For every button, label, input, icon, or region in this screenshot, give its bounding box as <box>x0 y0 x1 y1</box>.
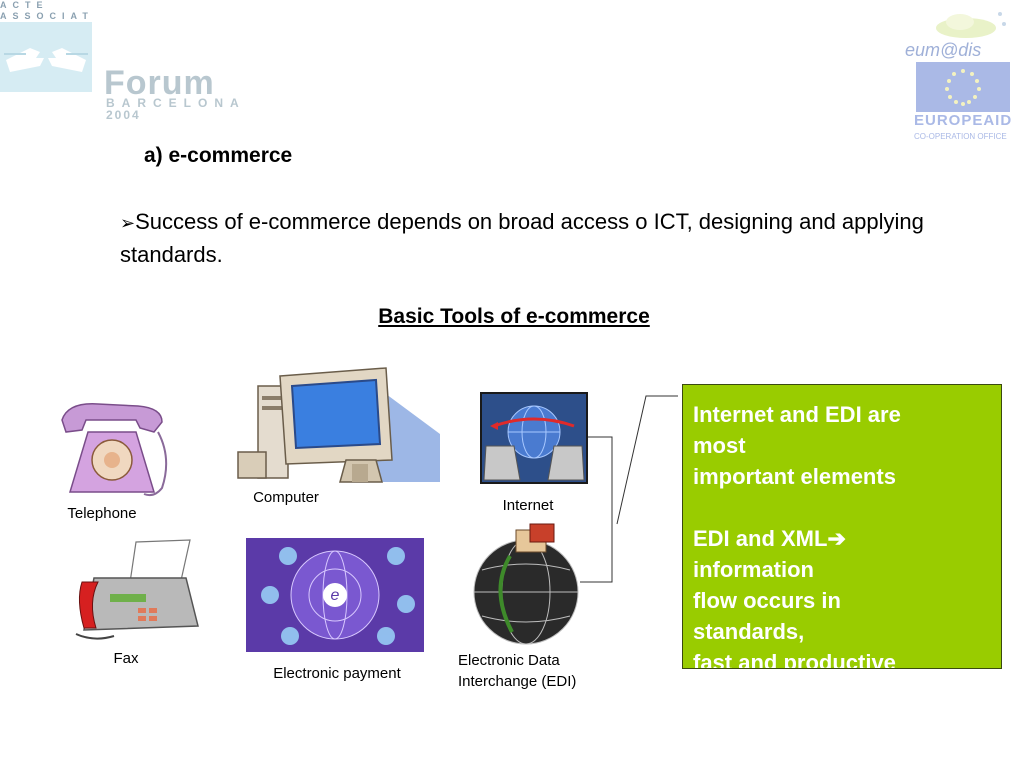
forum-logo-city: BARCELONA <box>106 96 246 110</box>
eu-flag-icon <box>916 62 1010 112</box>
box-line: flow occurs in <box>693 588 841 613</box>
box-line: information <box>693 557 814 582</box>
box-line: standards, <box>693 619 805 644</box>
telephone-caption: Telephone <box>67 505 137 522</box>
telephone-icon <box>58 398 173 508</box>
connector-lines <box>560 392 685 597</box>
computer-icon <box>236 364 441 497</box>
eumedis-logo-word: eum@dis <box>905 40 982 60</box>
hands-logo-icon <box>0 22 92 92</box>
cooperation-office-text: CO-OPERATION OFFICE <box>914 132 1007 141</box>
internet-caption: Internet <box>502 497 554 514</box>
edi-globe-icon <box>472 520 582 651</box>
fax-caption: Fax <box>113 650 139 667</box>
box-line: EDI and XML➔ <box>693 526 846 551</box>
box-line: Internet and EDI are <box>693 402 901 427</box>
tools-heading: Basic Tools of e-commerce <box>378 305 650 328</box>
computer-caption: Computer <box>253 489 319 506</box>
acte-logo-line1: ACTE <box>0 0 49 10</box>
bullet-text: Success of e-commerce depends on broad a… <box>120 209 924 267</box>
acte-logo-line2: ASSOCIAT <box>0 11 94 21</box>
svg-text:e: e <box>331 587 340 604</box>
arrow-bullet-icon: ➢ <box>120 213 136 233</box>
electronic-payment-caption: Electronic payment <box>273 665 401 682</box>
edi-caption-line1: Electronic Data <box>458 652 560 669</box>
section-title: a) e-commerce <box>144 144 293 167</box>
key-points-box: Internet and EDI are most important elem… <box>682 384 1002 669</box>
bullet-point: ➢Success of e-commerce depends on broad … <box>120 206 990 270</box>
europeaid-logo-word: EUROPEAID <box>914 112 1013 129</box>
acte-logo-text: ACTE ASSOCIAT <box>0 0 94 22</box>
forum-logo-year: 2004 <box>106 108 141 122</box>
fax-icon <box>74 538 200 649</box>
box-line: important elements <box>693 464 896 489</box>
electronic-payment-icon: e <box>246 538 424 657</box>
edi-caption: Electronic Data Interchange (EDI) <box>458 650 608 692</box>
box-line: most <box>693 433 746 458</box>
box-line: fast and productive <box>693 650 896 669</box>
forum-logo-word: Forum <box>104 64 215 102</box>
box-line <box>693 492 991 523</box>
internet-icon <box>480 392 588 489</box>
edi-caption-line2: Interchange (EDI) <box>458 673 577 690</box>
eumedis-sun-icon <box>930 6 1010 47</box>
